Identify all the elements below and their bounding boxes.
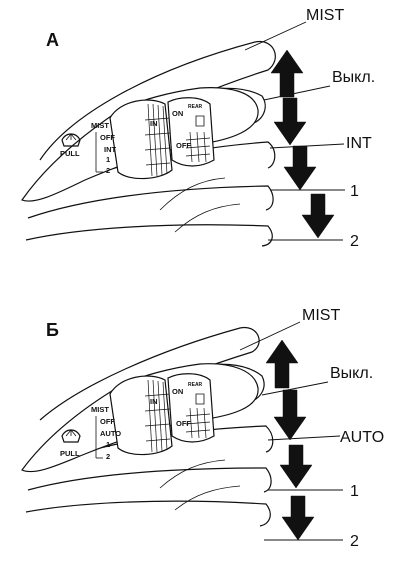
- panel-b-callout-off: Выкл.: [330, 365, 373, 382]
- panel-b-arrows: [265, 339, 315, 541]
- panel-b-rear-collar: [167, 373, 215, 443]
- panel-b-label-auto: AUTO: [100, 429, 121, 438]
- panel-a-label-rear: REAR: [188, 104, 203, 110]
- panel-a-letter: А: [46, 30, 59, 50]
- panel-b: Б: [21, 307, 384, 550]
- panel-a-callouts: MIST Выкл. INT 1 2: [244, 7, 375, 250]
- panel-a-arrow-down-3-icon: [301, 193, 335, 239]
- panel-b-label-off: OFF: [100, 417, 115, 426]
- panel-b-label-collar-on: ON: [172, 387, 183, 396]
- panel-b-rear-wiper-icon: [195, 393, 205, 405]
- panel-b-label-rear: REAR: [188, 382, 203, 388]
- panel-b-label-mist: MIST: [91, 405, 109, 414]
- panel-a-label-collar-on: ON: [172, 109, 183, 118]
- panel-a-stalk-labels: PULL MIST OFF INT 1 2 ON IN REAR OFF: [60, 104, 205, 175]
- panel-b-callouts: MIST Выкл. AUTO 1 2: [239, 307, 384, 550]
- panel-a-arrow-up-icon: [270, 49, 304, 98]
- panel-a-callout-2: 2: [350, 233, 359, 250]
- panel-a-label-collar-in: IN: [150, 119, 158, 128]
- panel-a-rear-collar: [167, 97, 215, 167]
- panel-a-label-2: 2: [106, 166, 110, 175]
- panel-b-arrow-down-1-icon: [273, 389, 307, 441]
- panel-a-arrow-down-1-icon: [273, 97, 307, 146]
- panel-b-callout-auto: AUTO: [340, 429, 384, 446]
- panel-a: А: [21, 7, 375, 250]
- panel-a-callout-mist: MIST: [306, 7, 344, 24]
- panel-a-label-rear-off: OFF: [176, 141, 191, 150]
- panel-b-arrow-up-icon: [265, 339, 299, 389]
- panel-a-stalk-body: [21, 87, 259, 202]
- panel-b-callout-mist: MIST: [302, 307, 340, 324]
- panel-b-ring-control: [109, 375, 173, 456]
- panel-a-label-pull: PULL: [60, 149, 80, 158]
- panel-a-label-off: OFF: [100, 133, 115, 142]
- panel-b-stalk-1: [27, 467, 272, 493]
- panel-a-arrow-down-2-icon: [283, 145, 317, 191]
- panel-a-label-mist: MIST: [91, 121, 109, 130]
- panel-b-label-2: 2: [106, 452, 110, 461]
- panel-b-label-collar-in: IN: [150, 397, 158, 406]
- panel-a-washer-icon: [61, 133, 81, 147]
- panel-b-letter: Б: [46, 320, 59, 340]
- panel-a-arrows: [270, 49, 335, 239]
- panel-b-washer-icon: [61, 429, 81, 443]
- panel-b-label-1: 1: [106, 440, 110, 449]
- panel-b-stalk-labels: PULL MIST OFF AUTO 1 2 ON IN REAR OFF: [60, 382, 205, 461]
- panel-b-callout-2: 2: [350, 533, 359, 550]
- panel-a-stalk-1: [27, 185, 274, 219]
- panel-b-callout-1: 1: [350, 483, 359, 500]
- panel-a-stalk-2: [25, 224, 273, 247]
- panel-a-callout-1: 1: [350, 183, 359, 200]
- panel-a-label-int: INT: [104, 145, 117, 154]
- panel-b-stalk-body: [21, 363, 259, 473]
- panel-a-callout-int: INT: [346, 135, 372, 152]
- panel-b-arrow-down-3-icon: [281, 495, 315, 541]
- panel-a-rear-wiper-icon: [195, 115, 205, 127]
- panel-b-label-pull: PULL: [60, 449, 80, 458]
- panel-a-ring-control: [109, 99, 173, 180]
- panel-a-label-1: 1: [106, 155, 110, 164]
- panel-a-callout-off: Выкл.: [332, 69, 375, 86]
- panel-b-label-rear-off: OFF: [176, 419, 191, 428]
- panel-b-stalk-2: [25, 500, 271, 527]
- panel-b-arrow-down-2-icon: [279, 444, 313, 489]
